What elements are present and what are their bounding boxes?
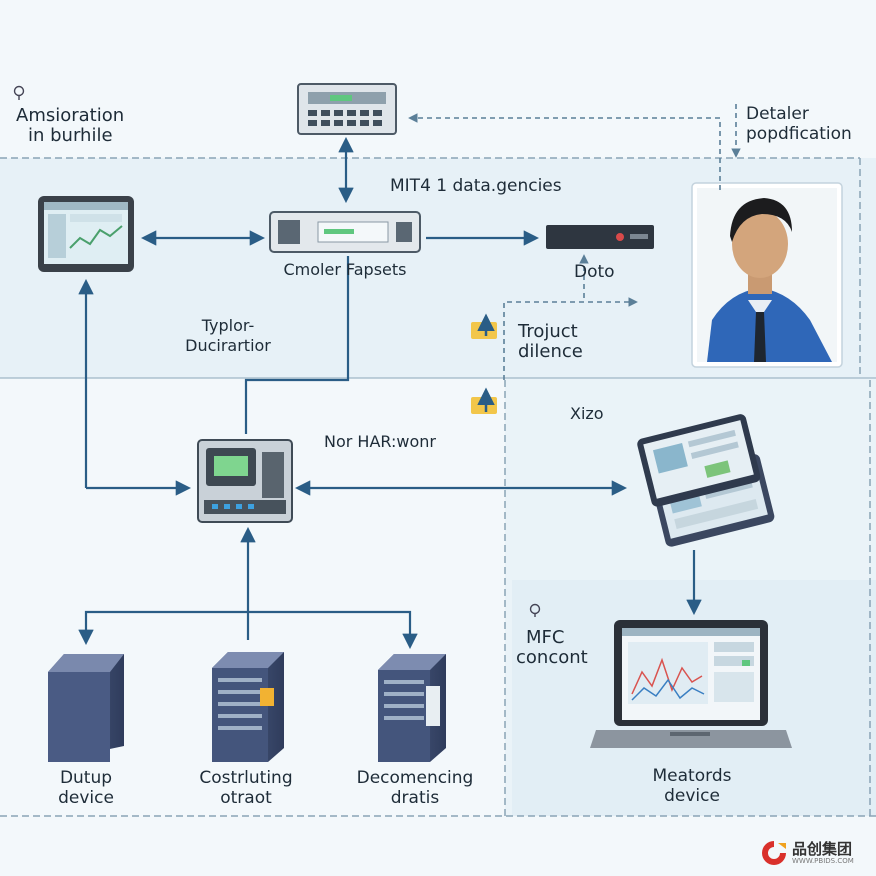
label-amsioration: Amsioration in burhile [16, 105, 125, 146]
label-mfc-concont: MFC concont [516, 627, 588, 668]
brand-watermark: 品创集团 WWW.PBIDS.COM [760, 836, 870, 870]
label-xizo: Xizo [570, 404, 604, 423]
laptop-icon [590, 620, 792, 748]
pin-icon [13, 85, 25, 100]
label-hub: Nor HAR:wonr [324, 432, 437, 451]
label-typlor-ducirartior: Typlor- Ducirartior [185, 316, 271, 355]
label-dutup-device: Dutup device [58, 768, 114, 808]
folder-icon [471, 313, 497, 339]
dashed-connectors [408, 104, 741, 380]
rack-device-icon [269, 211, 421, 253]
folder-icon [471, 387, 497, 414]
person-photo [691, 182, 843, 368]
server-icon [212, 652, 284, 762]
label-doto: Doto [574, 262, 615, 282]
label-cmoler-fapsets: Cmoler Fapsets [283, 260, 407, 279]
label-costrluting-otraot: Costrluting otraot [199, 768, 293, 808]
brand-name: 品创集团 [792, 839, 853, 858]
server-icon [48, 654, 124, 762]
brand-url: WWW.PBIDS.COM [792, 856, 854, 865]
info-icon [529, 603, 541, 617]
brand-logo-icon [762, 841, 786, 865]
label-decomencing-dratis: Decomencing dratis [356, 768, 474, 808]
label-detaler: Detaler popdfication [746, 104, 852, 144]
tablet-icon [637, 414, 761, 507]
control-unit-icon [197, 439, 293, 523]
connector-arrows [78, 136, 702, 650]
network-switch-icon [297, 83, 397, 135]
label-trojuct-dilence: Trojuct dilence [518, 321, 583, 362]
router-icon [546, 225, 654, 249]
monitor-icon [38, 196, 134, 272]
band-title: MIT4 1 data.gencies [390, 176, 562, 196]
label-meatords-device: Meatords device [652, 766, 732, 806]
server-icon [378, 654, 446, 762]
